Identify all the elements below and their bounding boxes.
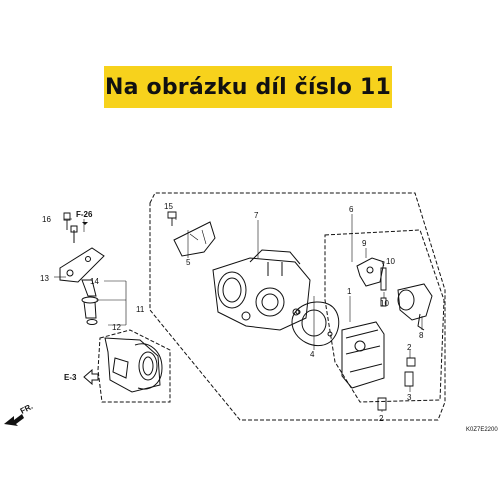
callout-8: 8 — [419, 331, 424, 340]
callout-16: 16 — [42, 215, 51, 224]
callout-6: 6 — [349, 205, 354, 214]
gasket-part-4 — [291, 301, 340, 347]
callout-4: 4 — [310, 350, 315, 359]
callout-12: 12 — [112, 323, 121, 332]
e3-arrow-icon — [83, 368, 99, 386]
callout-15: 15 — [164, 202, 173, 211]
cover-part-5 — [173, 221, 216, 257]
bracket-part-9 — [356, 257, 385, 287]
callout-1: 1 — [347, 287, 352, 296]
injector-assembly — [59, 225, 163, 393]
leader-lines — [54, 214, 423, 412]
front-arrow-icon — [4, 414, 24, 426]
callout-10a: 10 — [386, 257, 395, 266]
callout-2b: 2 — [379, 414, 384, 423]
callout-14: 14 — [90, 277, 99, 286]
throttle-body — [212, 249, 311, 331]
part-number-banner: Na obrázku díl číslo 11 — [104, 66, 392, 108]
ref-e3: E-3 — [64, 373, 77, 382]
callout-5: 5 — [186, 258, 191, 267]
ref-fr: FR. — [19, 402, 35, 416]
banner-title: Na obrázku díl číslo 11 — [105, 74, 391, 100]
diagram-code: K0Z7E2200 — [466, 427, 498, 433]
callout-10b: 10 — [380, 299, 389, 308]
assembly-outline-right — [324, 229, 445, 403]
assembly-outline-main — [149, 192, 446, 421]
injector-outline — [97, 329, 171, 403]
sensor-unit-part-1 — [341, 321, 385, 389]
callout-7: 7 — [254, 211, 259, 220]
ref-f26: F-26 — [76, 210, 93, 219]
callout-3: 3 — [407, 393, 412, 402]
f26-arrow-icon — [82, 222, 88, 225]
callout-13: 13 — [40, 274, 49, 283]
sensor-part-8 — [397, 283, 433, 331]
callout-11: 11 — [136, 305, 145, 314]
callout-2a: 2 — [407, 343, 412, 352]
callout-9: 9 — [362, 239, 367, 248]
